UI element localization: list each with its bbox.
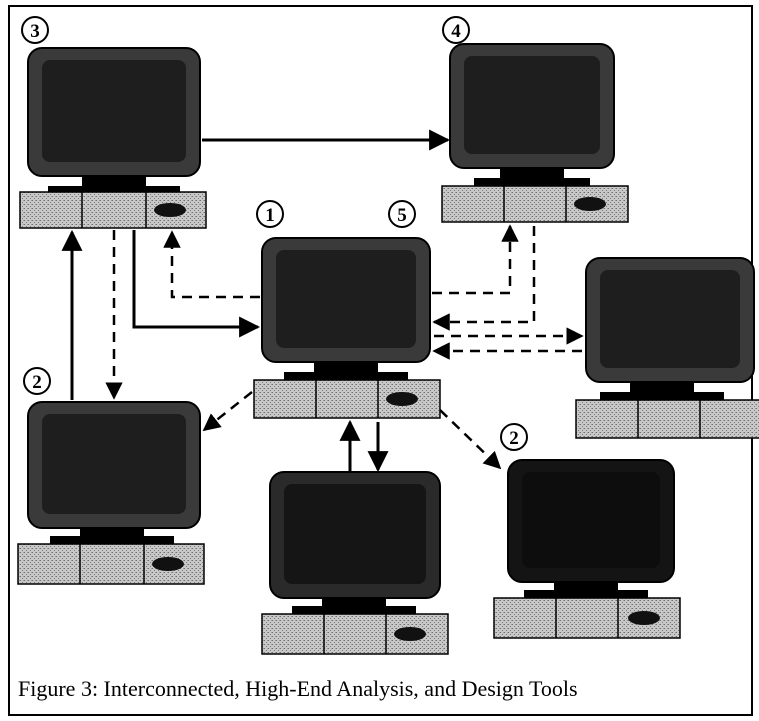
dashed-connections bbox=[105, 224, 584, 470]
screen bbox=[600, 270, 740, 368]
screen bbox=[522, 472, 660, 568]
screen bbox=[276, 250, 416, 348]
workstation-bottom-center bbox=[261, 471, 449, 655]
marker-4: 4 bbox=[442, 16, 470, 44]
svg-text:1: 1 bbox=[265, 205, 275, 226]
dash-hub-to-3 bbox=[163, 230, 260, 299]
screen bbox=[42, 60, 186, 162]
dash-hub-to-4 bbox=[432, 224, 519, 295]
screen bbox=[284, 484, 426, 584]
marker-3: 3 bbox=[21, 16, 49, 44]
workstation-2-right bbox=[493, 459, 681, 639]
connections bbox=[61, 129, 451, 473]
workstation-right bbox=[575, 257, 759, 439]
marker-5: 5 bbox=[388, 200, 416, 228]
svg-text:3: 3 bbox=[30, 21, 40, 42]
figure-caption: Figure 3: Interconnected, High-End Analy… bbox=[18, 676, 578, 701]
svg-text:2: 2 bbox=[509, 428, 519, 449]
svg-text:5: 5 bbox=[397, 205, 407, 226]
workstation-4 bbox=[441, 43, 629, 223]
workstation-2-left bbox=[17, 401, 205, 585]
workstation-3 bbox=[19, 47, 207, 229]
workstation-1-hub bbox=[253, 237, 441, 419]
svg-text:4: 4 bbox=[451, 21, 461, 42]
dash-hub-to-2-right bbox=[439, 409, 502, 470]
svg-text:2: 2 bbox=[32, 372, 42, 393]
dash-4-to-hub bbox=[432, 226, 536, 331]
screen bbox=[42, 414, 186, 514]
marker-2-left: 2 bbox=[23, 367, 51, 395]
screen bbox=[464, 56, 600, 154]
marker-2-right: 2 bbox=[500, 423, 528, 451]
marker-1: 1 bbox=[256, 200, 284, 228]
dash-hub-to-2-left bbox=[202, 391, 253, 432]
link-3-to-hub bbox=[132, 230, 261, 338]
system-unit bbox=[575, 399, 759, 439]
